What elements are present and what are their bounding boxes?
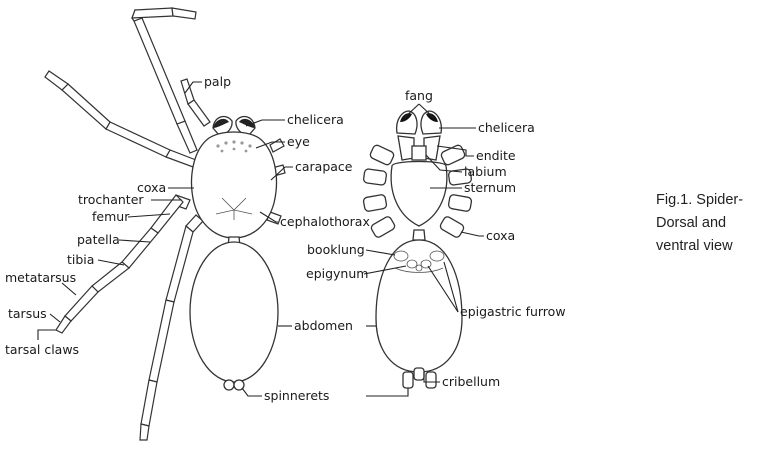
label-patella: patella <box>77 232 120 247</box>
label-spinnerets: spinnerets <box>264 388 329 403</box>
label-abdomen: abdomen <box>294 318 353 333</box>
dorsal-abdomen-shape <box>189 241 279 383</box>
label-eye: eye <box>287 134 310 149</box>
ventral-spinnerets <box>402 367 437 389</box>
dorsal-leg-fourth <box>139 214 204 441</box>
dorsal-view <box>44 7 286 441</box>
label-chelicera-ventral: chelicera <box>478 120 535 135</box>
label-tarsal-claws: tarsal claws <box>5 342 79 357</box>
label-metatarsus: metatarsus <box>5 270 76 285</box>
leader-lines <box>37 81 484 397</box>
dorsal-label-group: palp chelicera eye carapace coxa trochan… <box>5 74 370 403</box>
ventral-view <box>362 110 473 389</box>
sternum-shape <box>390 160 448 227</box>
dorsal-leg-second <box>44 70 197 168</box>
dorsal-leg-third <box>55 194 191 334</box>
ventral-label-group: fang chelicera endite labium sternum cox… <box>306 88 566 389</box>
dorsal-leg-front <box>131 7 198 154</box>
dorsal-spinnerets <box>223 379 245 391</box>
label-tibia: tibia <box>67 252 94 267</box>
label-cribellum: cribellum <box>442 374 500 389</box>
label-fang: fang <box>405 88 433 103</box>
label-coxa-ventral: coxa <box>486 228 515 243</box>
dorsal-palp <box>180 78 211 127</box>
label-carapace: carapace <box>295 159 353 174</box>
label-labium: labium <box>464 164 507 179</box>
ventral-coxae <box>362 144 473 238</box>
figure-caption: Fig.1. Spider- Dorsal and ventral view <box>656 189 766 258</box>
label-coxa-dorsal: coxa <box>137 180 166 195</box>
label-epigastric-furrow: epigastric furrow <box>460 304 566 319</box>
label-endite: endite <box>476 148 516 163</box>
caption-line-2: Dorsal and <box>656 215 727 231</box>
ventral-chelicerae <box>396 110 442 135</box>
label-tarsus: tarsus <box>8 306 47 321</box>
label-cephalothorax: cephalothorax <box>280 214 370 229</box>
caption-line-3: ventral view <box>656 238 733 254</box>
label-sternum: sternum <box>464 180 516 195</box>
carapace-furrow <box>215 197 253 220</box>
ventral-booklungs <box>393 250 445 273</box>
dorsal-chelicerae <box>212 115 256 136</box>
label-epigynum: epigynum <box>306 266 368 281</box>
label-palp: palp <box>204 74 231 89</box>
caption-line-1: Fig.1. Spider- <box>656 192 744 208</box>
label-chelicera-dorsal: chelicera <box>287 112 344 127</box>
label-trochanter: trochanter <box>78 192 144 207</box>
eye-cluster <box>216 140 252 153</box>
labium-shape <box>411 145 427 161</box>
carapace-shape <box>190 131 278 239</box>
ventral-abdomen-shape <box>375 239 463 373</box>
label-booklung: booklung <box>307 242 365 257</box>
label-femur: femur <box>92 209 130 224</box>
